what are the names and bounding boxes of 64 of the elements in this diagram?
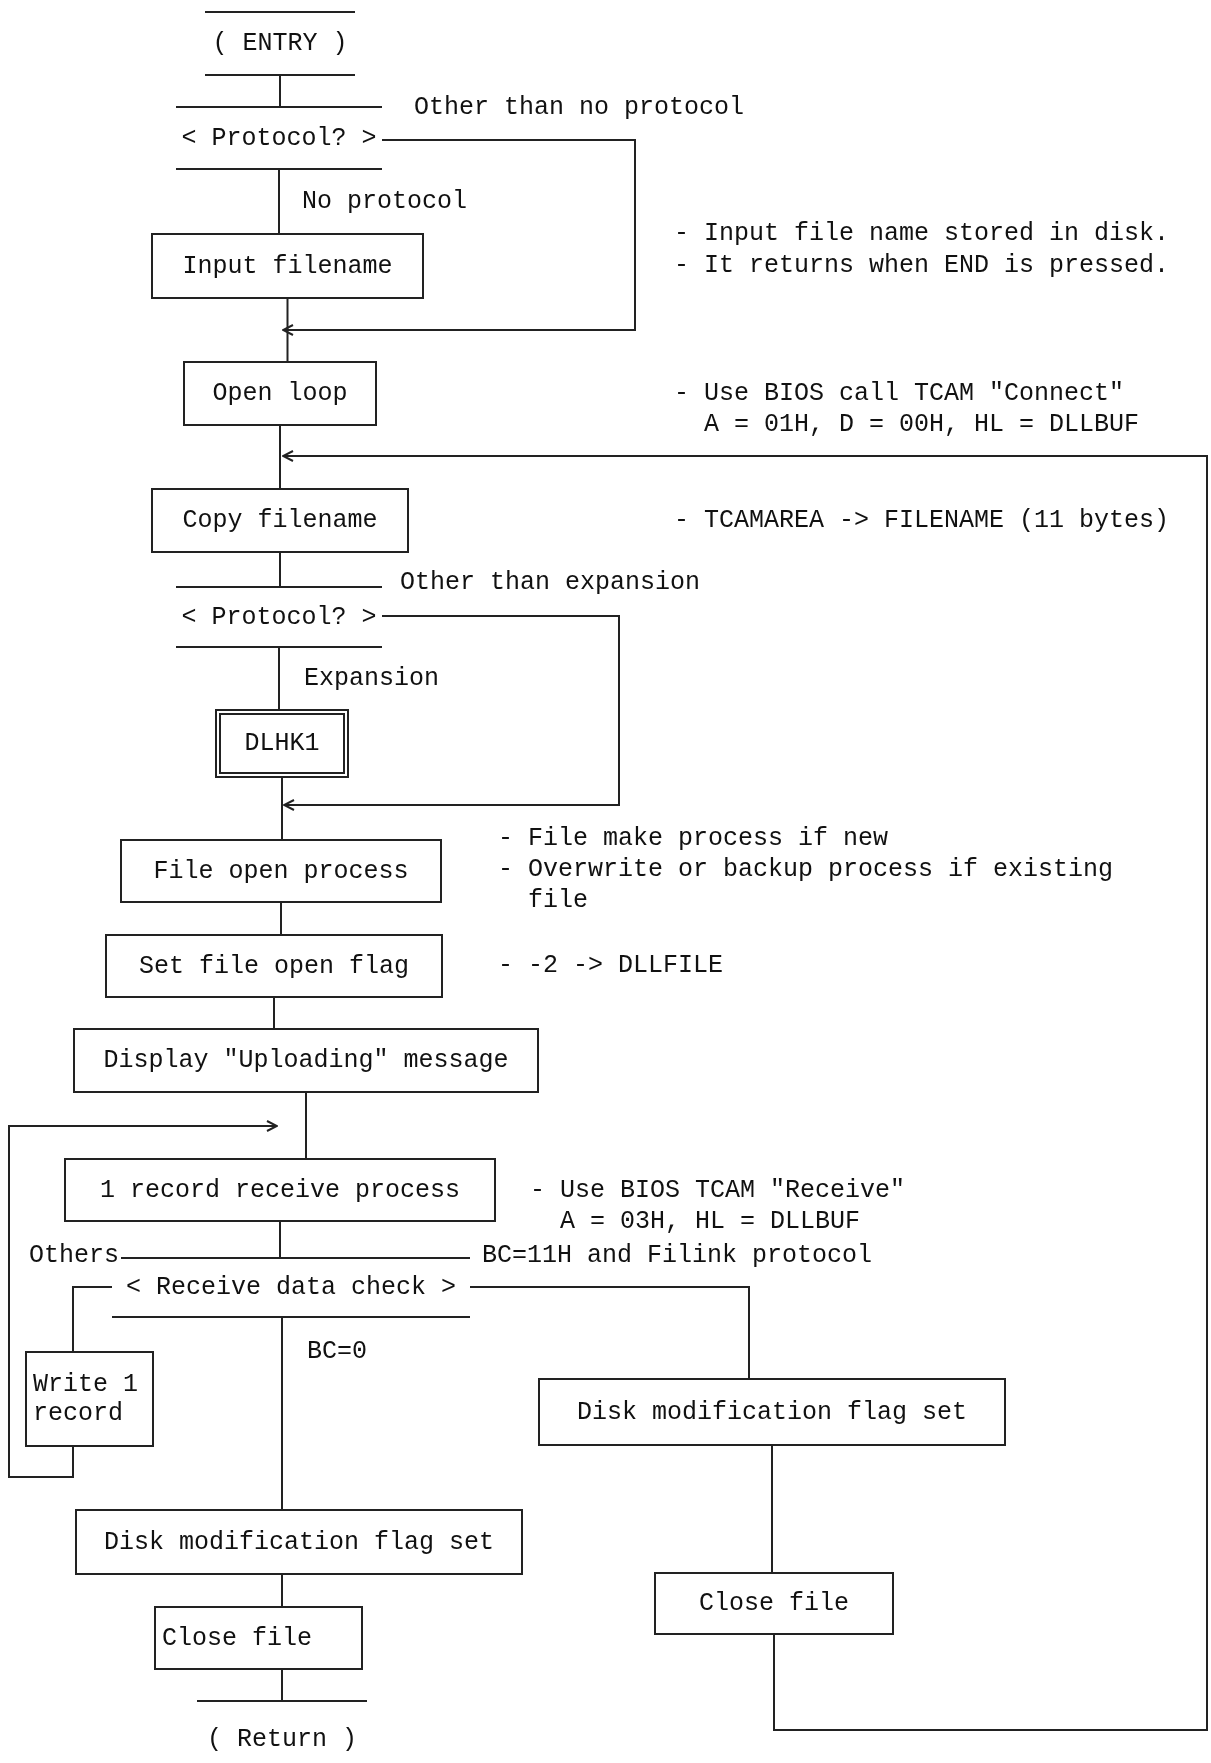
connector-line bbox=[279, 552, 281, 587]
node-text: Copy filename bbox=[182, 506, 378, 535]
node-text: ( Return ) bbox=[207, 1725, 357, 1754]
annotation-note: - Input file name stored in disk. bbox=[674, 218, 1170, 249]
process-box bbox=[154, 1606, 363, 1670]
connector-line bbox=[278, 169, 280, 234]
node-text: ( ENTRY ) bbox=[212, 29, 348, 58]
process-box bbox=[151, 233, 424, 299]
connector-line bbox=[280, 902, 282, 935]
terminal-symbol bbox=[205, 11, 355, 76]
node-text: Write 1 record bbox=[33, 1370, 140, 1428]
node-text: < Protocol? > bbox=[181, 602, 377, 632]
process-box bbox=[25, 1351, 154, 1447]
connector-line bbox=[281, 1669, 283, 1701]
process-box bbox=[183, 361, 377, 426]
connector-line bbox=[273, 997, 275, 1029]
node-text: < Protocol? > bbox=[181, 123, 377, 153]
flow-arrow bbox=[8, 1120, 278, 1478]
decision-symbol bbox=[176, 106, 382, 170]
subroutine-box bbox=[215, 709, 349, 778]
connector-line bbox=[305, 1092, 307, 1159]
process-box bbox=[654, 1572, 894, 1635]
node-text: 1 record receive process bbox=[99, 1175, 461, 1205]
node-text: Input filename bbox=[182, 251, 393, 281]
connector-line bbox=[279, 425, 281, 489]
annotation-note: - TCAMAREA -> FILENAME (11 bytes) bbox=[674, 505, 1170, 536]
connector-line bbox=[281, 1574, 283, 1607]
node-text: File open process bbox=[153, 856, 409, 886]
node-text: Disk modification flag set bbox=[103, 1527, 495, 1557]
connector-line bbox=[279, 75, 281, 107]
node-text: Close file bbox=[162, 1623, 313, 1653]
annotation-note: - Use BIOS TCAM "Receive" A = 03H, HL = DLLBUF bbox=[530, 1175, 907, 1237]
node-text: Set file open flag bbox=[138, 951, 409, 981]
connector-line bbox=[281, 777, 283, 840]
annotation-note: - Use BIOS call TCAM "Connect" A = 01H, D = 00H, HL = DLLBUF bbox=[674, 378, 1141, 440]
node-text: Display "Uploading" message bbox=[103, 1046, 509, 1075]
process-box bbox=[151, 488, 409, 553]
process-box bbox=[64, 1158, 496, 1222]
annotation-note: - File make process if new bbox=[498, 823, 889, 854]
flow-arrow bbox=[282, 450, 1208, 1731]
connector-line bbox=[72, 1286, 113, 1352]
connector-line bbox=[279, 1221, 281, 1258]
process-box bbox=[105, 934, 443, 998]
flow-arrow bbox=[282, 139, 636, 336]
node-text: Close file bbox=[699, 1589, 849, 1618]
connector-line bbox=[278, 647, 280, 710]
process-box bbox=[538, 1378, 1006, 1446]
connector-line bbox=[771, 1445, 773, 1573]
node-text: < Receive data check > bbox=[125, 1273, 457, 1302]
process-box bbox=[73, 1028, 539, 1093]
flow-arrow bbox=[283, 615, 620, 811]
node-text: Open loop bbox=[212, 379, 348, 408]
process-box bbox=[75, 1509, 523, 1575]
annotation-note: - It returns when END is pressed. bbox=[674, 250, 1170, 281]
connector-line bbox=[469, 1286, 750, 1379]
node-text: DLHK1 bbox=[244, 729, 320, 758]
connector-line bbox=[286, 298, 289, 362]
node-text: Disk modification flag set bbox=[576, 1397, 968, 1427]
terminal-symbol bbox=[197, 1700, 367, 1754]
decision-symbol bbox=[176, 586, 382, 648]
connector-line bbox=[281, 1317, 283, 1510]
annotation-note: - -2 -> DLLFILE bbox=[498, 950, 724, 981]
process-box bbox=[120, 839, 442, 903]
annotation-note: - Overwrite or backup process if existing file bbox=[498, 854, 1115, 916]
